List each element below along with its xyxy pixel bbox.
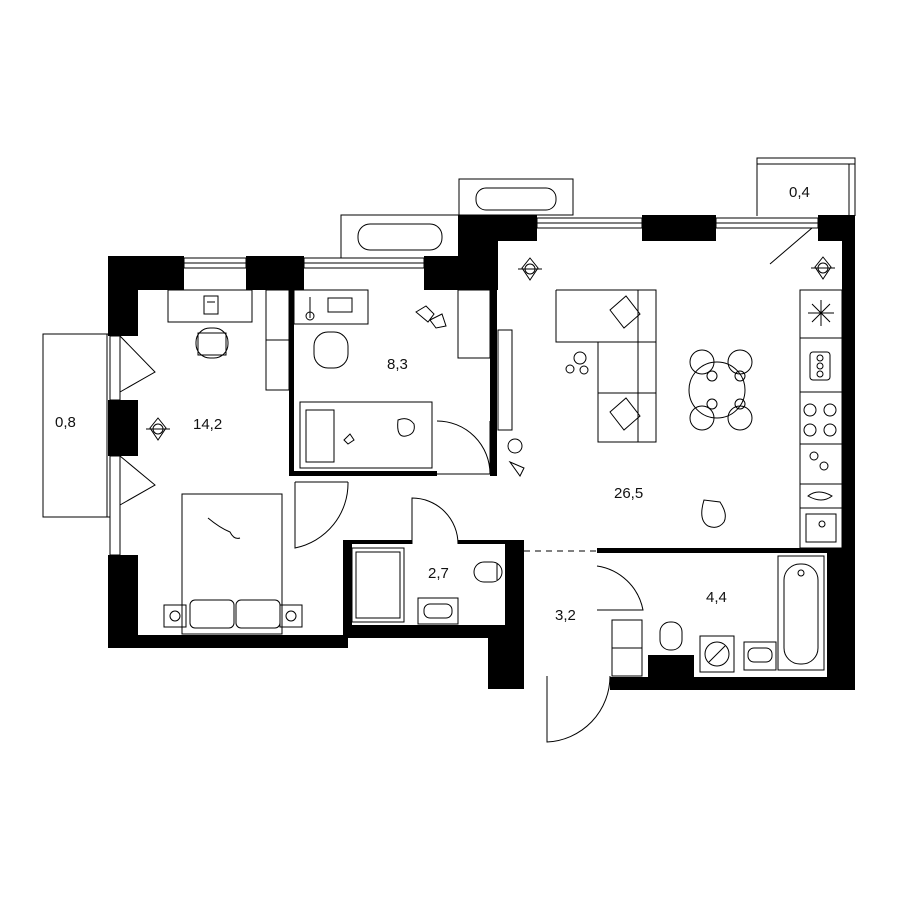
exterior-walls (108, 215, 855, 690)
area-bathroom-large: 4,4 (706, 589, 727, 606)
bathroom-large-fixtures (659, 555, 825, 673)
doors (119, 227, 814, 743)
area-kids-room: 8,3 (387, 356, 408, 373)
area-balcony-right: 0,4 (789, 184, 810, 201)
bathroom-small-fixtures (351, 547, 503, 625)
living-furniture (497, 256, 835, 528)
hallway-furniture (507, 619, 643, 677)
area-hallway: 3,2 (555, 607, 576, 624)
kitchen (799, 289, 843, 549)
area-balcony-left: 0,8 (55, 414, 76, 431)
kids-room-furniture (293, 289, 491, 469)
area-bathroom-small: 2,7 (428, 565, 449, 582)
area-living-kitchen: 26,5 (614, 485, 643, 502)
interior-walls (289, 290, 842, 677)
windows (109, 217, 819, 556)
balcony-right (756, 157, 856, 216)
bedroom-furniture (146, 289, 303, 635)
bay-window-top (340, 178, 574, 259)
area-bedroom: 14,2 (193, 416, 222, 433)
